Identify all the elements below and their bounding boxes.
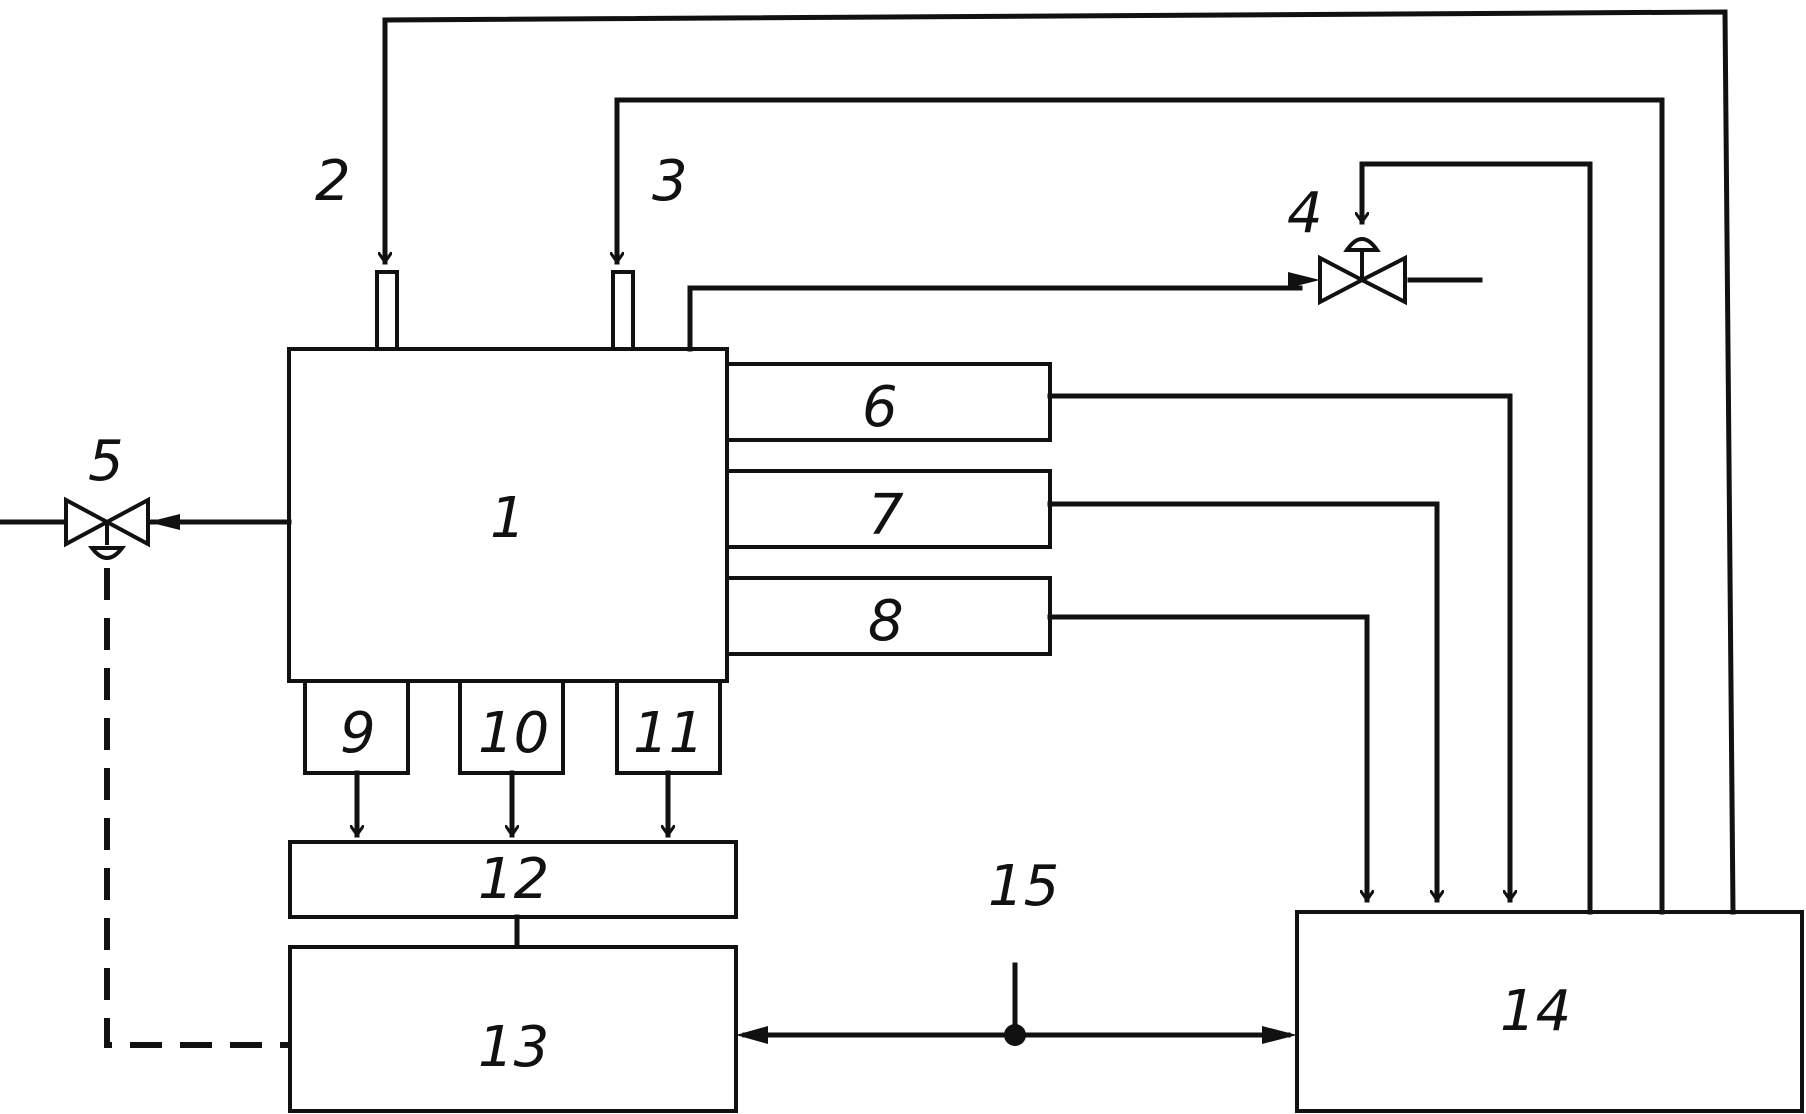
block-10 xyxy=(458,679,565,775)
block-12 xyxy=(288,840,738,919)
block-14 xyxy=(1295,910,1804,1113)
label-15: 15 xyxy=(988,854,1059,919)
block-7 xyxy=(725,469,1052,549)
label-7: 7 xyxy=(868,483,904,548)
label-3: 3 xyxy=(652,149,688,214)
block-1-reactor xyxy=(287,347,729,683)
block-6 xyxy=(725,362,1052,442)
valve-4-icon xyxy=(1318,237,1407,306)
block-13 xyxy=(288,945,738,1113)
label-9: 9 xyxy=(340,701,376,766)
label-14: 14 xyxy=(1500,979,1571,1044)
junction-15 xyxy=(1004,1024,1026,1046)
label-11: 11 xyxy=(633,701,704,766)
label-2: 2 xyxy=(315,149,351,214)
label-12: 12 xyxy=(478,847,549,912)
label-1: 1 xyxy=(490,486,526,551)
inlet-pipe-3 xyxy=(611,270,635,351)
label-6: 6 xyxy=(862,375,898,440)
valve-5-icon xyxy=(64,496,150,560)
label-4: 4 xyxy=(1287,181,1323,246)
inlet-pipe-2 xyxy=(375,270,399,351)
label-8: 8 xyxy=(868,589,904,654)
label-13: 13 xyxy=(478,1015,549,1080)
label-10: 10 xyxy=(478,701,549,766)
label-5: 5 xyxy=(88,429,124,494)
